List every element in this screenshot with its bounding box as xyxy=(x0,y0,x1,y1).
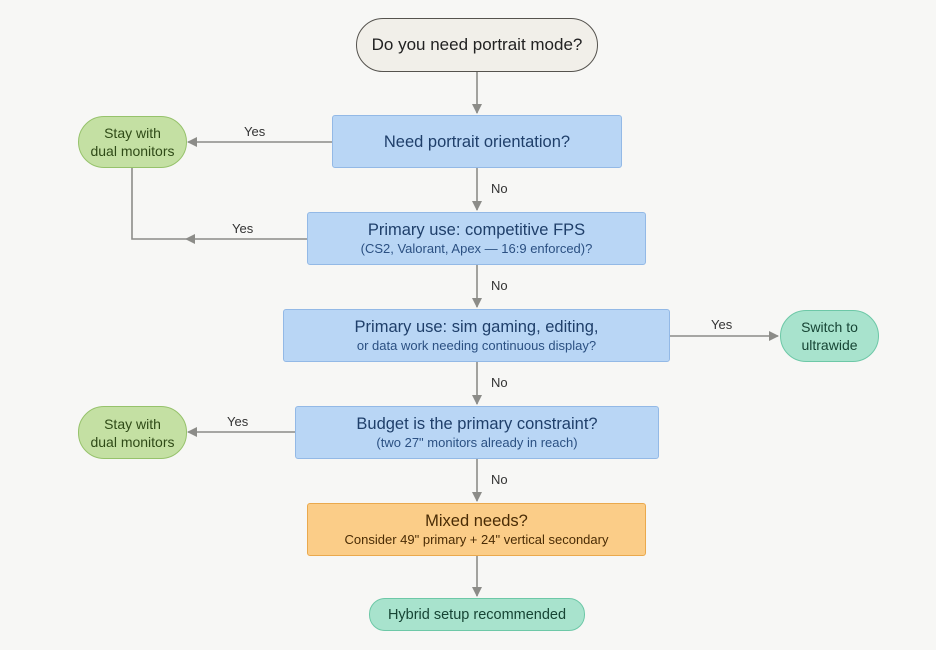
mixed-title: Mixed needs? xyxy=(425,511,528,530)
outcome-dual-monitors-top: Stay with dual monitors xyxy=(78,116,187,168)
edge-label-yes-2: Yes xyxy=(229,222,257,236)
start-label: Do you need portrait mode? xyxy=(371,35,583,54)
outcome-mixed-needs: Mixed needs? Consider 49" primary + 24" … xyxy=(307,503,646,556)
decision-fps-subtitle: (CS2, Valorant, Apex — 16:9 enforced)? xyxy=(360,241,593,256)
outcome-ultrawide: Switch to ultrawide xyxy=(780,310,879,362)
edge-label-yes-1: Yes xyxy=(241,125,269,139)
decision-sim-editing: Primary use: sim gaming, editing, or dat… xyxy=(283,309,670,362)
outcome-hybrid-setup: Hybrid setup recommended xyxy=(369,598,585,631)
edge-label-no-2: No xyxy=(488,279,511,293)
decision-portrait-title: Need portrait orientation? xyxy=(383,132,571,151)
outcome-dual-monitors-bottom: Stay with dual monitors xyxy=(78,406,187,459)
edge-dual-top-joint xyxy=(131,168,186,240)
decision-competitive-fps: Primary use: competitive FPS (CS2, Valor… xyxy=(307,212,646,265)
edge-label-yes-4: Yes xyxy=(224,415,252,429)
decision-budget-subtitle: (two 27" monitors already in reach) xyxy=(376,435,578,450)
dual-bottom-line2: dual monitors xyxy=(90,433,175,450)
hybrid-label: Hybrid setup recommended xyxy=(387,606,567,623)
decision-budget-title: Budget is the primary constraint? xyxy=(356,415,598,433)
edge-label-no-1: No xyxy=(488,182,511,196)
decision-budget: Budget is the primary constraint? (two 2… xyxy=(295,406,659,459)
edge-label-no-3: No xyxy=(488,376,511,390)
mixed-subtitle: Consider 49" primary + 24" vertical seco… xyxy=(344,531,609,547)
edge-label-no-4: No xyxy=(488,473,511,487)
decision-sim-title: Primary use: sim gaming, editing, xyxy=(354,318,599,336)
edge-label-yes-3: Yes xyxy=(708,318,736,332)
ultrawide-line2: ultrawide xyxy=(801,337,858,353)
dual-top-line1: Stay with xyxy=(104,125,161,141)
dual-top-line2: dual monitors xyxy=(90,143,175,159)
decision-fps-title: Primary use: competitive FPS xyxy=(367,221,586,239)
dual-bottom-line1: Stay with xyxy=(104,415,161,432)
ultrawide-line1: Switch to xyxy=(801,319,858,335)
decision-portrait: Need portrait orientation? xyxy=(332,115,622,168)
start-node: Do you need portrait mode? xyxy=(356,18,598,72)
decision-sim-subtitle: or data work needing continuous display? xyxy=(356,338,597,353)
